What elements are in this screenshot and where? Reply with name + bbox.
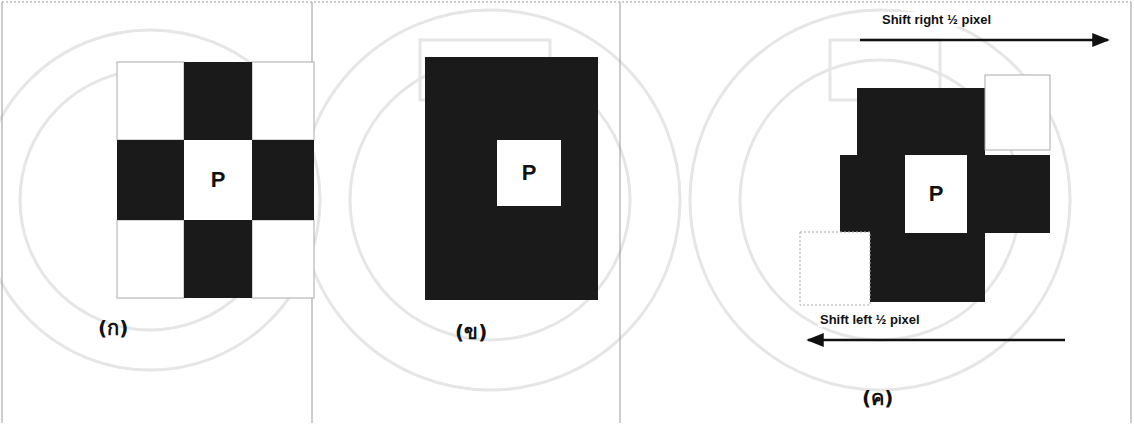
shift-caption: Shift left ½ pixel xyxy=(818,312,922,327)
pixel-grid-c xyxy=(800,75,1050,305)
panel-label: (ข) xyxy=(455,316,487,348)
pixel-grid-a xyxy=(117,62,314,298)
pixel-cell: P xyxy=(184,140,252,220)
shift-arrow xyxy=(808,40,1108,340)
pixel-grid-b xyxy=(425,57,598,300)
panel-label: (ค) xyxy=(862,382,893,414)
pixel-label: P xyxy=(929,181,944,207)
pixel-cell: P xyxy=(905,155,967,233)
panel-label: (ก) xyxy=(98,312,128,344)
pixel-label: P xyxy=(522,160,537,186)
pixel-label: P xyxy=(211,167,226,193)
shift-caption: Shift right ½ pixel xyxy=(880,12,993,27)
pixel-cell: P xyxy=(497,140,561,206)
watermark xyxy=(0,10,1070,390)
